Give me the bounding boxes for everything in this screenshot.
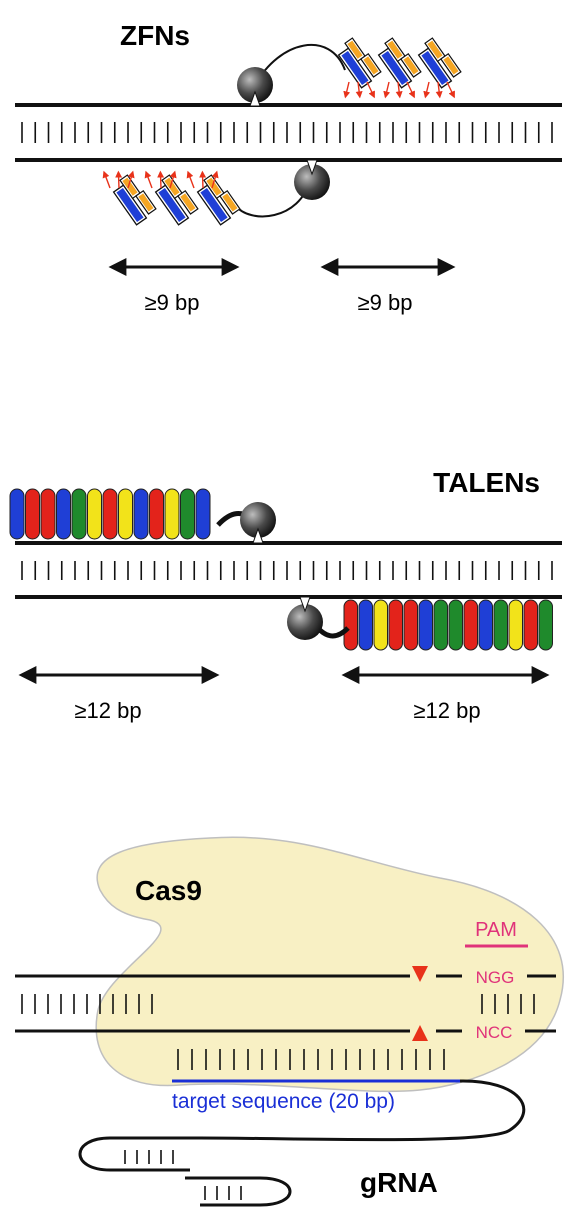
tal-repeat bbox=[418, 599, 433, 651]
tal-repeat bbox=[164, 488, 180, 540]
tal-repeat bbox=[478, 599, 493, 651]
contact-arrow bbox=[199, 170, 207, 189]
tal-repeat bbox=[149, 488, 164, 540]
tal-repeat bbox=[102, 488, 118, 540]
tal-repeat bbox=[463, 599, 478, 651]
tal-repeat bbox=[388, 599, 403, 651]
talen-left-span-label: ≥12 bp bbox=[74, 698, 141, 723]
ncc-label: NCC bbox=[476, 1023, 513, 1042]
contact-arrow bbox=[102, 170, 111, 189]
tal-repeat bbox=[56, 488, 71, 540]
zfn-panel: ZFNs ≥9 bp ≥9 bp bbox=[15, 20, 562, 315]
contact-arrow bbox=[395, 81, 403, 99]
contact-arrow bbox=[186, 170, 195, 189]
zfn-top-cut-notch bbox=[249, 90, 261, 107]
tal-repeat bbox=[9, 488, 25, 540]
tal-repeat bbox=[25, 488, 40, 540]
tal-repeat bbox=[71, 488, 87, 540]
tal-repeat bbox=[523, 599, 538, 651]
zfn-bottom-cut-notch bbox=[306, 159, 318, 176]
tal-repeat bbox=[118, 488, 133, 540]
contact-arrow bbox=[446, 81, 455, 99]
contact-arrow bbox=[355, 81, 363, 99]
grna-backbone bbox=[78, 1079, 526, 1207]
grna-hairpin-base-pairs bbox=[124, 1150, 242, 1200]
cas9-top-cut-site bbox=[412, 966, 428, 982]
tal-repeat bbox=[493, 599, 508, 651]
pam-label: PAM bbox=[475, 919, 517, 941]
zfn-bottom-foki-nuclease bbox=[294, 164, 330, 200]
tal-repeat bbox=[195, 488, 211, 540]
talen-right-span-label: ≥12 bp bbox=[413, 698, 480, 723]
talen-base-pairs bbox=[21, 561, 553, 580]
zfn-right-span-label: ≥9 bp bbox=[358, 290, 413, 315]
talen-title: TALENs bbox=[433, 467, 540, 498]
target-sequence-label: target sequence (20 bp) bbox=[172, 1090, 395, 1113]
zfn-left-span-label: ≥9 bp bbox=[145, 290, 200, 315]
cas9-title: Cas9 bbox=[135, 875, 202, 906]
tal-repeat bbox=[508, 599, 523, 651]
tal-repeat bbox=[433, 599, 448, 651]
grna-label: gRNA bbox=[360, 1167, 438, 1198]
contact-arrow bbox=[127, 170, 135, 189]
zfn-title: ZFNs bbox=[120, 20, 190, 51]
tal-repeat bbox=[373, 599, 388, 651]
zfn-top-contact-arrows bbox=[343, 81, 455, 99]
tal-repeat bbox=[403, 599, 418, 651]
tal-repeat bbox=[358, 599, 373, 651]
tal-repeat bbox=[448, 599, 463, 651]
contact-arrow bbox=[157, 170, 165, 189]
contact-arrow bbox=[423, 81, 431, 99]
contact-arrow bbox=[343, 81, 351, 99]
ngg-label: NGG bbox=[476, 968, 515, 987]
tal-repeat bbox=[87, 488, 102, 540]
zfn-top-fingers bbox=[334, 35, 463, 89]
talen-panel: TALENs ≥12 bp ≥12 bp bbox=[9, 467, 562, 723]
contact-arrow bbox=[366, 81, 375, 99]
contact-arrow bbox=[406, 81, 415, 99]
cas9-base-pairs bbox=[21, 994, 535, 1070]
contact-arrow bbox=[435, 81, 443, 99]
zfn-base-pairs bbox=[21, 122, 553, 143]
talen-bottom-repeat-array bbox=[343, 599, 553, 651]
contact-arrow bbox=[211, 170, 219, 189]
talen-top-cut-notch bbox=[252, 527, 264, 544]
talen-top-foki-nuclease bbox=[240, 502, 276, 538]
talen-bottom-foki-nuclease bbox=[287, 604, 323, 640]
talen-bottom-cut-notch bbox=[299, 596, 311, 613]
zfn-bottom-contact-arrows bbox=[102, 170, 219, 189]
talen-top-repeat-array bbox=[9, 488, 211, 540]
tal-repeat bbox=[180, 488, 195, 540]
tal-repeat bbox=[40, 488, 56, 540]
cas9-panel: Cas9 PAM NGG NCC target sequence (20 bp)… bbox=[15, 836, 565, 1207]
tal-repeat bbox=[133, 488, 149, 540]
zfn-top-foki-nuclease bbox=[237, 67, 273, 103]
contact-arrow bbox=[169, 170, 177, 189]
tal-repeat bbox=[343, 599, 358, 651]
contact-arrow bbox=[115, 170, 123, 189]
tal-repeat bbox=[538, 599, 553, 651]
contact-arrow bbox=[144, 170, 153, 189]
cas9-bottom-cut-site bbox=[412, 1025, 428, 1041]
contact-arrow bbox=[383, 81, 391, 99]
